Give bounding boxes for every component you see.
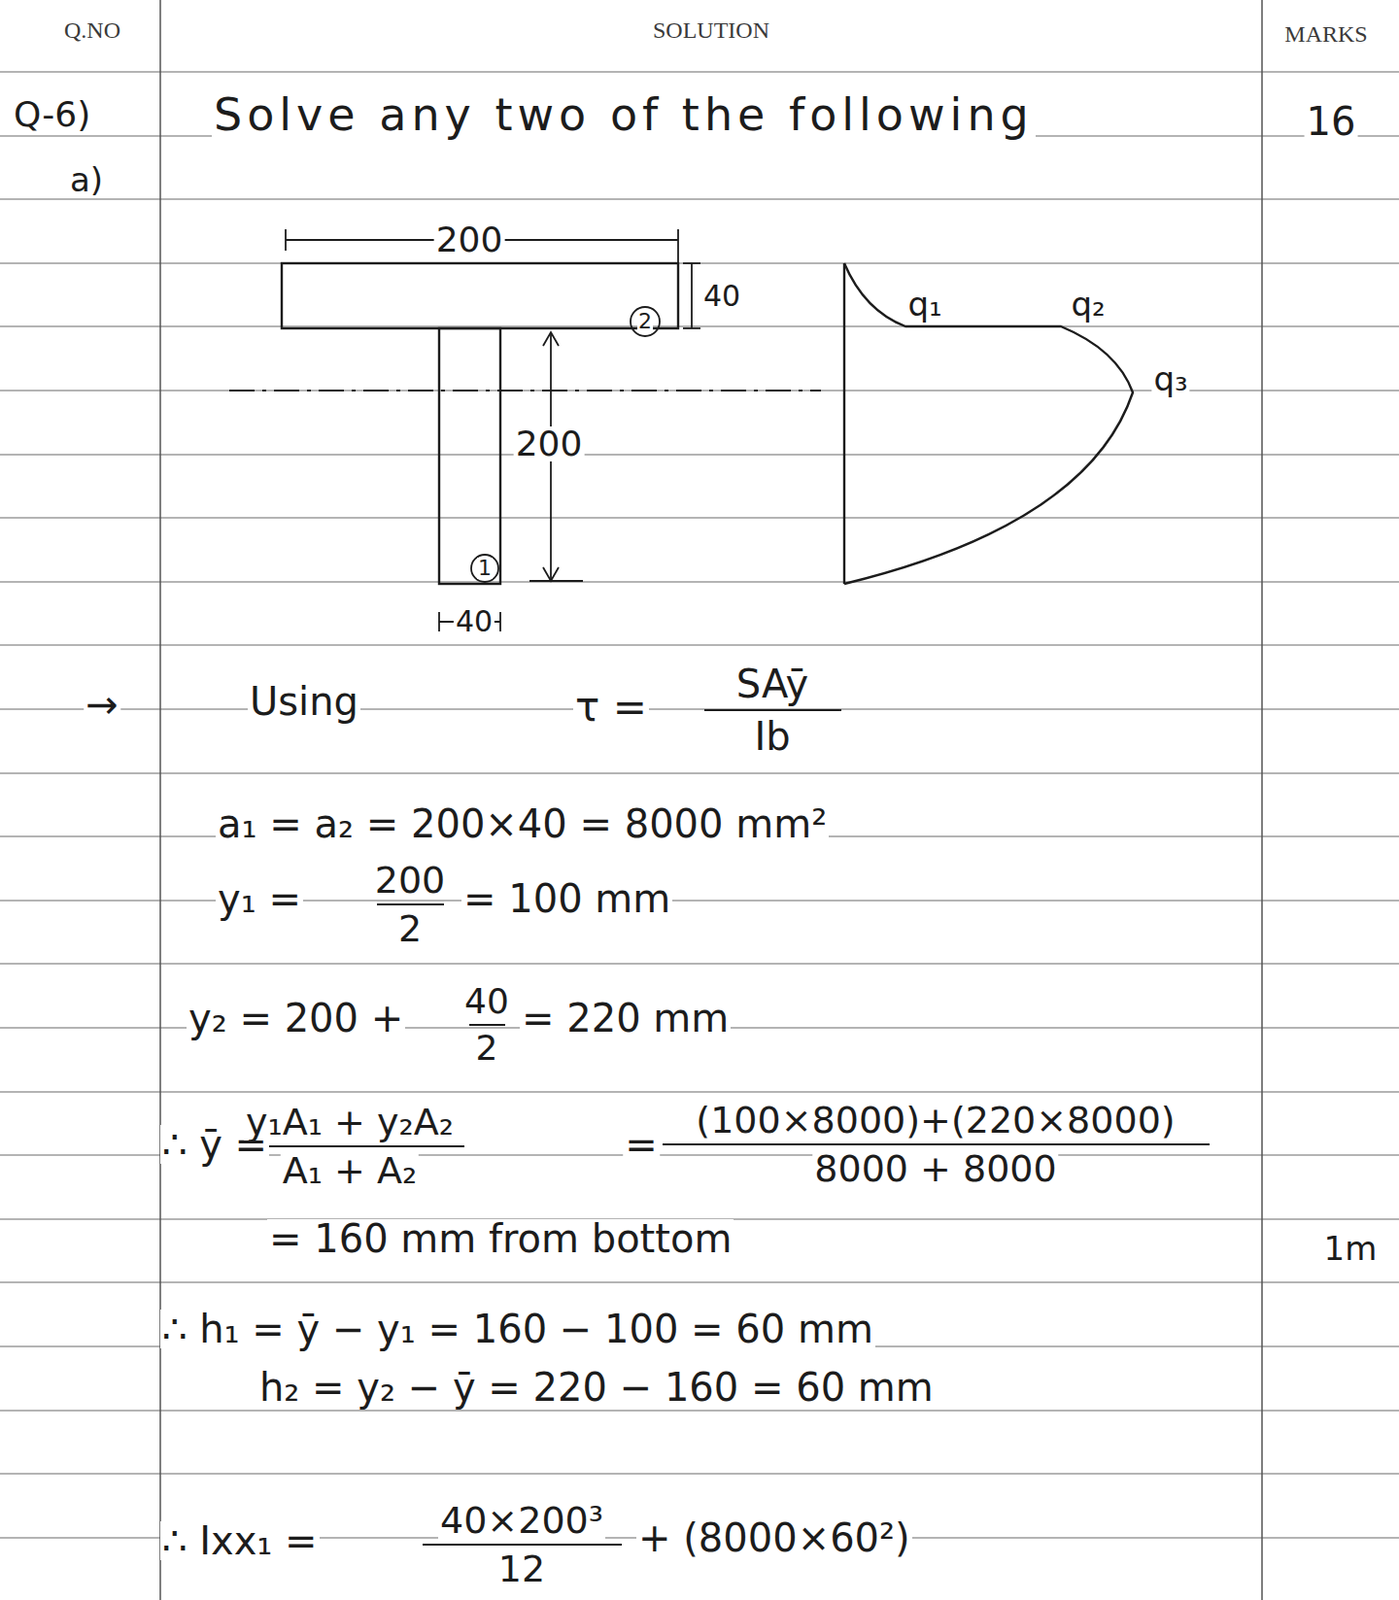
ruled-line — [0, 516, 1399, 518]
ruled-line — [0, 772, 1399, 774]
flange — [281, 263, 679, 329]
marks-entry: 1m — [1322, 1231, 1380, 1265]
column-rule — [1261, 0, 1263, 1600]
equation-text: 40 — [462, 984, 512, 1020]
ruled-line — [0, 644, 1399, 646]
ruled-line — [0, 1281, 1399, 1283]
ruled-line — [0, 1472, 1399, 1474]
equation-text: y₂ = 200 + — [186, 998, 406, 1038]
equation-text: y₁A₁ + y₂A₂ — [243, 1103, 456, 1141]
pointer-arrow: → — [83, 684, 121, 724]
dimension-label: 200 — [434, 222, 506, 258]
ruled-line — [0, 708, 1399, 710]
callout-circle — [630, 307, 660, 337]
ruled-line — [0, 262, 1399, 264]
equation-text: y₁ = — [215, 879, 304, 919]
ruled-line — [0, 70, 1399, 72]
equation-text: τ = — [573, 686, 649, 728]
ruled-line — [0, 453, 1399, 455]
equation-text: = — [622, 1125, 660, 1164]
column-rule — [159, 0, 162, 1600]
dimension-lines — [285, 229, 701, 632]
stress-label: q₂ — [1068, 287, 1107, 321]
equation-text: 200 — [373, 861, 448, 899]
equation-text: Ib — [751, 716, 792, 756]
equation-text: ∴ h₁ = ȳ − y₁ = 160 − 100 = 60 mm — [160, 1309, 876, 1349]
dimension-label: 40 — [701, 281, 743, 311]
equation-text: Using — [247, 682, 361, 721]
dimension-label: 40 — [453, 607, 495, 637]
ruled-line — [0, 1409, 1399, 1411]
equation-text: a₁ = a₂ = 200×40 = 8000 mm² — [215, 804, 829, 844]
ruled-line — [0, 899, 1399, 901]
shear-stress-diagram — [844, 263, 1133, 584]
dimension-label: 200 — [513, 426, 585, 462]
equation-text: 40×200³ — [438, 1501, 606, 1539]
equation-text: A₁ + A₂ — [280, 1152, 419, 1190]
equation-text: = 160 mm from bottom — [267, 1219, 734, 1259]
ruled-line — [0, 962, 1399, 964]
column-header: SOLUTION — [650, 18, 772, 42]
ruled-line — [0, 580, 1399, 582]
stress-label: q₁ — [905, 287, 944, 321]
equation-text: 8000 + 8000 — [812, 1150, 1058, 1188]
equation-text: + (8000×60²) — [636, 1518, 913, 1558]
ruled-line — [0, 325, 1399, 327]
equation-text: h₂ = y₂ − ȳ = 220 − 160 = 60 mm — [257, 1367, 936, 1407]
column-header: Q.NO — [62, 18, 123, 42]
neutral-axis — [229, 389, 821, 392]
equation-text: 12 — [496, 1550, 547, 1588]
ruled-line — [0, 198, 1399, 200]
question-text: Solve any two of the following — [211, 92, 1036, 137]
equation-text: (100×8000)+(220×8000) — [693, 1101, 1177, 1139]
equation-text: ∴ Ixx₁ = — [160, 1521, 320, 1561]
web — [439, 328, 501, 584]
t-section — [281, 263, 679, 584]
stress-label: q₃ — [1151, 362, 1190, 396]
equation-text: = 100 mm — [461, 879, 673, 919]
question-number: Q-6) — [11, 97, 93, 133]
equation-text: SAȳ — [734, 664, 811, 704]
question-number: a) — [68, 163, 105, 197]
column-header: MARKS — [1282, 22, 1369, 46]
marks-entry: 16 — [1304, 102, 1359, 141]
callout-number: 1 — [477, 557, 493, 580]
equation-text: 2 — [396, 910, 424, 948]
equation-text: = 220 mm — [519, 998, 731, 1038]
equation-text: 2 — [474, 1030, 501, 1066]
ruled-lines — [0, 71, 1399, 1538]
callout-number: 2 — [637, 310, 653, 333]
callout-circle — [471, 554, 499, 582]
ruled-line — [0, 1091, 1399, 1092]
